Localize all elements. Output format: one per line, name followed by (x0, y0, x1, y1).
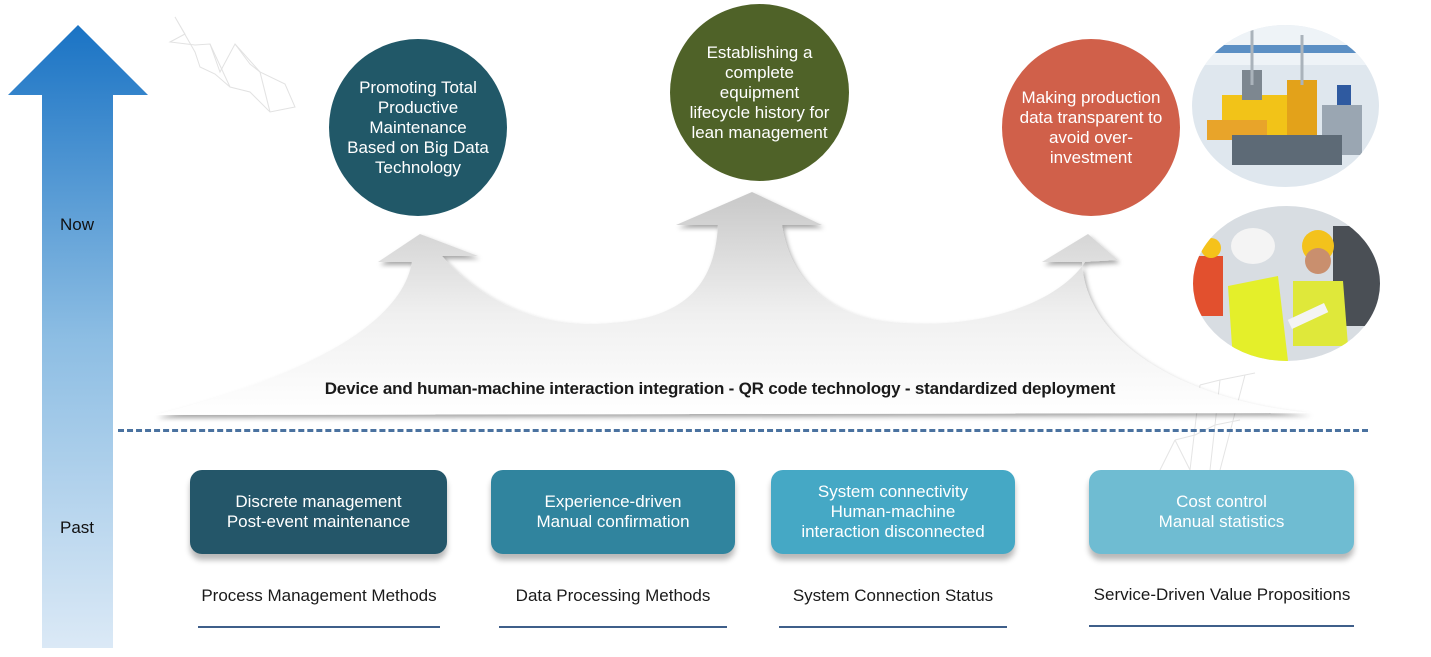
box-line: Cost control (1176, 492, 1267, 511)
now-past-divider (118, 429, 1368, 432)
caption-underline (198, 626, 440, 628)
box-line: System connectivity (817, 482, 969, 501)
past-box-system: System connectivity Human-machine intera… (771, 470, 1015, 554)
caption-service: Service-Driven Value Propositions (1093, 585, 1351, 604)
past-box-data: Experience-driven Manual confirmation (491, 470, 735, 554)
caption-underline (779, 626, 1007, 628)
now-label: Now (59, 215, 94, 234)
goal-circle-tpm: Promoting Total Productive Maintenance B… (329, 39, 507, 216)
integration-banner: Device and human-machine interaction int… (324, 379, 1116, 398)
past-box-process: Discrete management Post-event maintenan… (190, 470, 447, 554)
goal-text: Making production data transparent to av… (1019, 87, 1163, 167)
past-label: Past (59, 518, 95, 537)
box-line: Manual confirmation (536, 512, 690, 531)
arrow-up-icon (8, 25, 148, 648)
box-line: Post-event maintenance (226, 512, 411, 531)
caption-underline (499, 626, 727, 628)
network-decoration (168, 16, 296, 113)
factory-machinery-photo (1192, 25, 1379, 187)
box-line: Human-machine (830, 502, 956, 521)
caption-data: Data Processing Methods (515, 586, 711, 605)
caption-underline (1089, 625, 1354, 627)
workers-in-safety-gear-photo (1193, 206, 1380, 361)
goal-circle-lifecycle: Establishing a complete equipment lifecy… (670, 4, 849, 181)
box-line: interaction disconnected (801, 522, 985, 541)
box-line: Experience-driven (544, 492, 682, 511)
box-line: Manual statistics (1158, 512, 1285, 531)
timeline-arrow (8, 25, 148, 648)
caption-process: Process Management Methods (201, 586, 437, 605)
box-line: Discrete management (235, 492, 402, 511)
goal-text: Promoting Total Productive Maintenance B… (347, 77, 489, 177)
past-box-service: Cost control Manual statistics (1089, 470, 1354, 554)
caption-system: System Connection Status (792, 586, 994, 605)
goal-circle-transparency: Making production data transparent to av… (1002, 39, 1180, 216)
goal-text: Establishing a complete equipment lifecy… (689, 42, 830, 142)
